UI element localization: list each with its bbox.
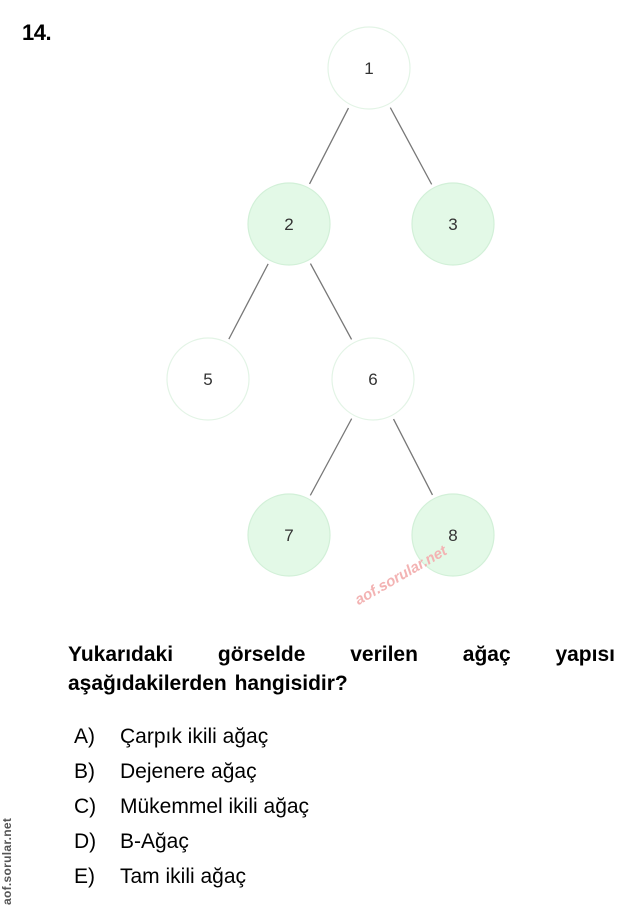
- tree-node-label: 8: [448, 526, 457, 545]
- option-text: B-Ağaç: [120, 830, 189, 853]
- tree-node-label: 6: [368, 370, 377, 389]
- tree-node-label: 1: [364, 59, 373, 78]
- option-text: Dejenere ağaç: [120, 760, 257, 783]
- option-letter: A): [74, 725, 95, 748]
- tree-edge-1-2: [308, 107, 350, 185]
- tree-edge-6-8: [392, 418, 434, 496]
- option-c[interactable]: C) Mükemmel ikili ağaç: [74, 789, 309, 824]
- tree-node-label: 5: [203, 370, 212, 389]
- option-b[interactable]: B) Dejenere ağaç: [74, 754, 309, 789]
- option-text: Tam ikili ağaç: [120, 865, 247, 888]
- option-letter: C): [74, 795, 97, 818]
- tree-node-8: 8: [411, 493, 495, 577]
- tree-node-3: 3: [411, 182, 495, 266]
- tree-edge-2-6: [309, 263, 353, 340]
- question-text: Yukarıdaki görselde verilen ağaç yapısı …: [68, 643, 615, 695]
- option-text: Mükemmel ikili ağaç: [120, 795, 310, 818]
- tree-node-circle: [411, 493, 495, 577]
- option-letter: D): [74, 830, 97, 853]
- tree-node-circle: [247, 182, 331, 266]
- tree-node-label: 3: [448, 215, 457, 234]
- tree-node-circle: [331, 337, 415, 421]
- tree-node-2: 2: [247, 182, 331, 266]
- tree-node-6: 6: [331, 337, 415, 421]
- tree-edge-6-7: [309, 418, 353, 496]
- option-d[interactable]: D) B-Ağaç: [74, 824, 309, 859]
- tree-edge-2-5: [228, 263, 269, 340]
- option-letter: E): [74, 865, 95, 888]
- tree-node-circle: [327, 26, 411, 110]
- option-letter: B): [74, 760, 95, 783]
- tree-node-label: 2: [284, 215, 293, 234]
- option-text: Çarpık ikili ağaç: [120, 725, 269, 748]
- tree-node-5: 5: [166, 337, 250, 421]
- tree-nodes: 1 2 3 5 6 7 8: [166, 26, 495, 577]
- tree-edge-1-3: [389, 107, 433, 185]
- tree-node-1: 1: [327, 26, 411, 110]
- option-e[interactable]: E) Tam ikili ağaç: [74, 859, 309, 894]
- tree-node-circle: [166, 337, 250, 421]
- tree-edges: [228, 107, 434, 496]
- tree-node-label: 7: [284, 526, 293, 545]
- question-number: 14.: [22, 20, 52, 45]
- tree-diagram: 1 2 3 5 6 7 8: [166, 26, 495, 577]
- watermark-side: aof.sorular.net: [0, 817, 14, 905]
- option-a[interactable]: A) Çarpık ikili ağaç: [74, 719, 309, 754]
- tree-node-circle: [247, 493, 331, 577]
- tree-node-circle: [411, 182, 495, 266]
- tree-node-7: 7: [247, 493, 331, 577]
- answer-options: A) Çarpık ikili ağaç B) Dejenere ağaç C)…: [74, 719, 309, 894]
